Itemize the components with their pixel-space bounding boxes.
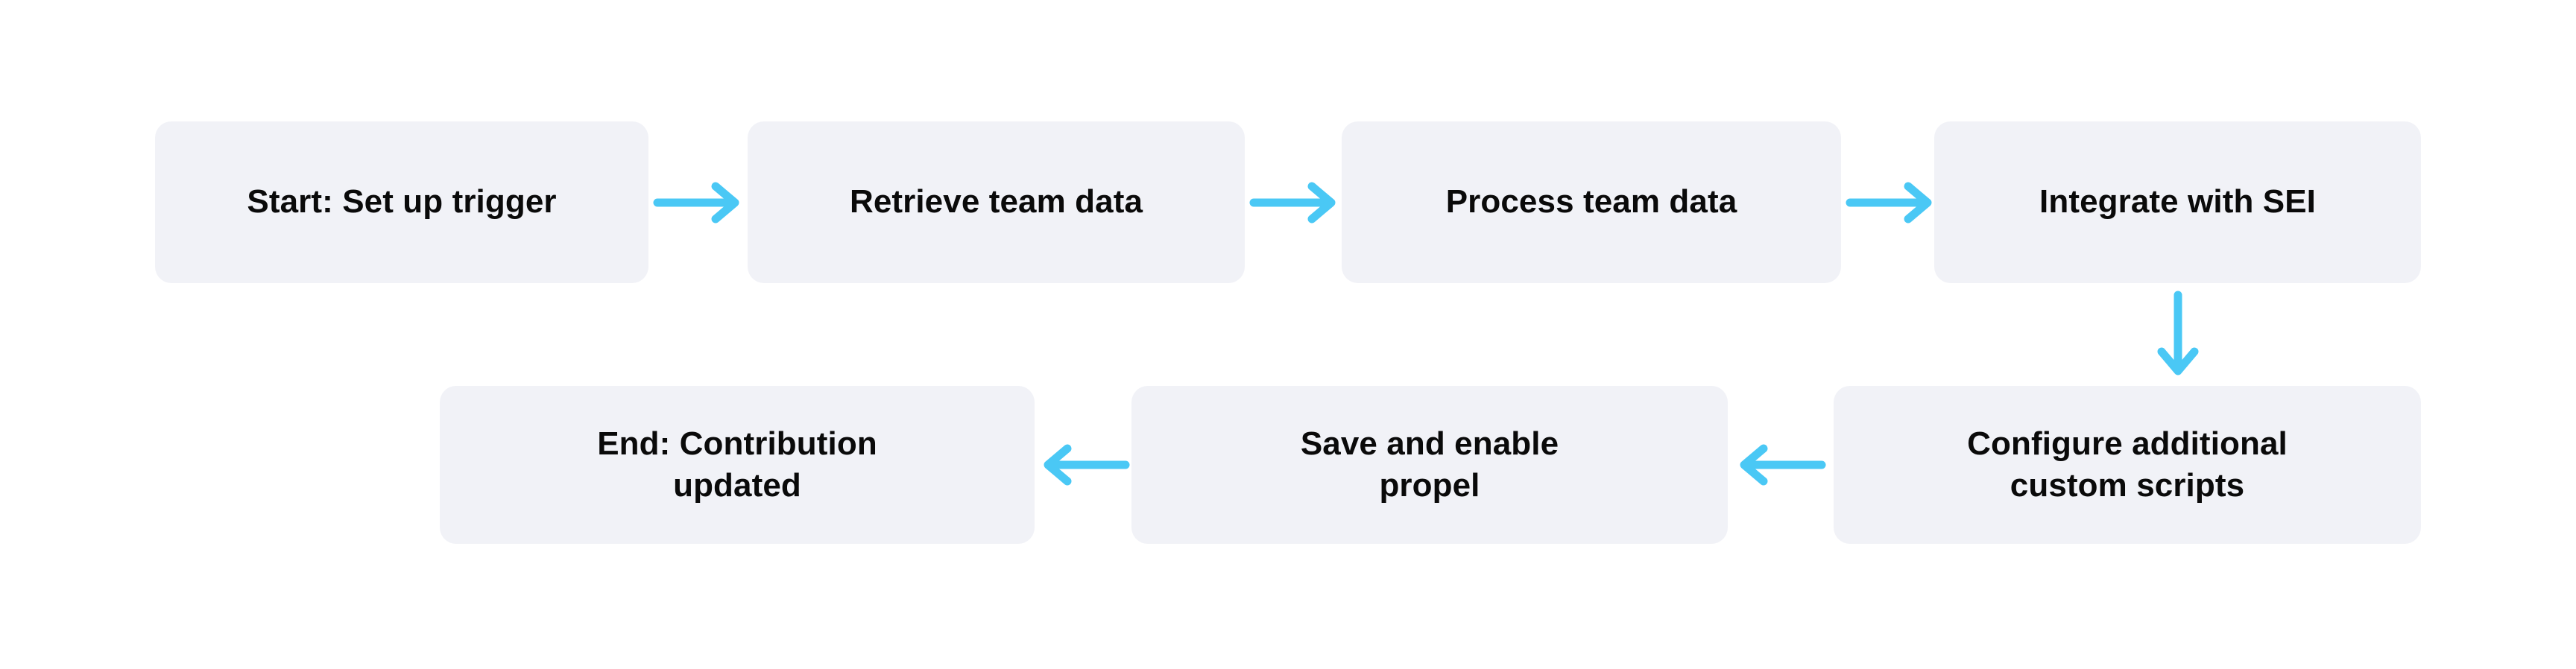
- flow-node-retrieve-team-data[interactable]: Retrieve team data: [748, 121, 1245, 283]
- flow-node-label: Start: Set up trigger: [247, 183, 557, 221]
- arrow-right-icon: [653, 179, 742, 226]
- arrow-down-icon: [2154, 291, 2202, 378]
- flow-node-label: Integrate with SEI: [2039, 183, 2316, 221]
- flow-node-save-and-enable-propel[interactable]: Save and enable propel: [1131, 386, 1728, 544]
- arrow-left-icon: [1041, 441, 1130, 489]
- flow-node-label: Configure additional custom scripts: [1967, 425, 2288, 504]
- flow-node-label: Retrieve team data: [849, 183, 1143, 221]
- flow-node-label: Process team data: [1445, 183, 1737, 221]
- flow-node-integrate-with-sei[interactable]: Integrate with SEI: [1934, 121, 2421, 283]
- arrow-right-icon: [1846, 179, 1935, 226]
- flow-node-label: End: Contribution updated: [597, 425, 877, 504]
- flow-node-start[interactable]: Start: Set up trigger: [155, 121, 648, 283]
- arrow-right-icon: [1249, 179, 1339, 226]
- flow-node-end-contribution-updated[interactable]: End: Contribution updated: [440, 386, 1035, 544]
- flow-node-configure-additional-custom-scripts[interactable]: Configure additional custom scripts: [1834, 386, 2421, 544]
- arrow-left-icon: [1737, 441, 1826, 489]
- flow-node-label: Save and enable propel: [1300, 425, 1559, 504]
- flow-node-process-team-data[interactable]: Process team data: [1342, 121, 1841, 283]
